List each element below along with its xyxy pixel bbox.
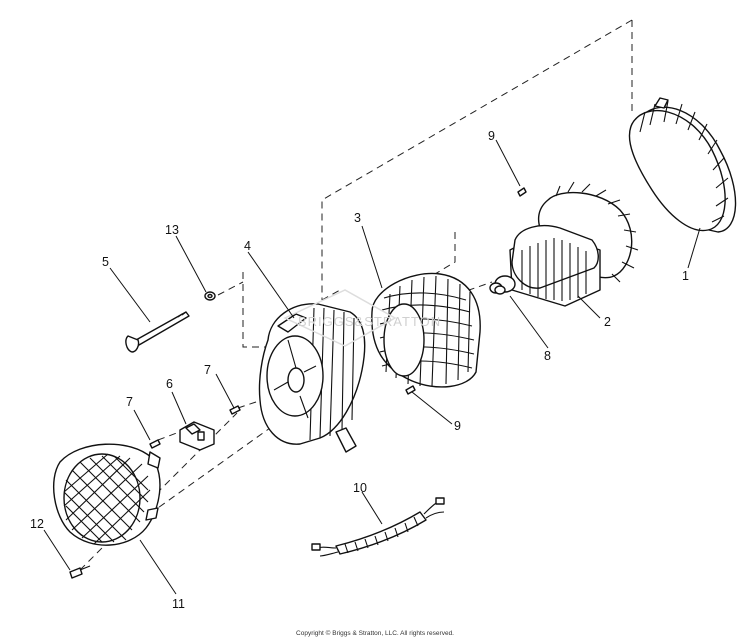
part-12-screw: [69, 565, 91, 579]
part-10-wire-harness: [311, 497, 445, 557]
part-11-end-cover: [53, 443, 161, 546]
leader-lines: [43, 139, 701, 595]
watermark-text: BRIGGS&STRATTON: [298, 314, 441, 329]
callout-4: 4: [244, 239, 251, 253]
part-3-stator: [371, 272, 481, 388]
part-13-washer: [204, 291, 216, 301]
callouts: 1 2 3 4 5 6 7 7 8 9 9 10 11 12 13: [30, 129, 689, 611]
callout-7a: 7: [204, 363, 211, 377]
callout-5: 5: [102, 255, 109, 269]
part-1-cover-band: [628, 97, 737, 233]
watermark: BRIGGS&STRATTON: [283, 289, 441, 347]
part-9-keys: [405, 187, 527, 395]
part-6-brush-holder: [179, 421, 215, 451]
callout-3: 3: [354, 211, 361, 225]
part-2-rotor: [489, 181, 639, 307]
callout-13: 13: [165, 223, 179, 237]
callout-6: 6: [166, 377, 173, 391]
callout-9a: 9: [488, 129, 495, 143]
part-7-screws: [149, 405, 241, 449]
part-8-bearing: [494, 285, 506, 295]
callout-9b: 9: [454, 419, 461, 433]
callout-7b: 7: [126, 395, 133, 409]
callout-1: 1: [682, 269, 689, 283]
copyright-notice: Copyright © Briggs & Stratton, LLC. All …: [296, 630, 454, 637]
callout-10: 10: [353, 481, 367, 495]
callout-8: 8: [544, 349, 551, 363]
part-5-through-bolt: [125, 311, 190, 353]
callout-12: 12: [30, 517, 44, 531]
callout-11: 11: [172, 597, 185, 611]
callout-2: 2: [604, 315, 611, 329]
part-4-front-housing: [258, 303, 366, 453]
